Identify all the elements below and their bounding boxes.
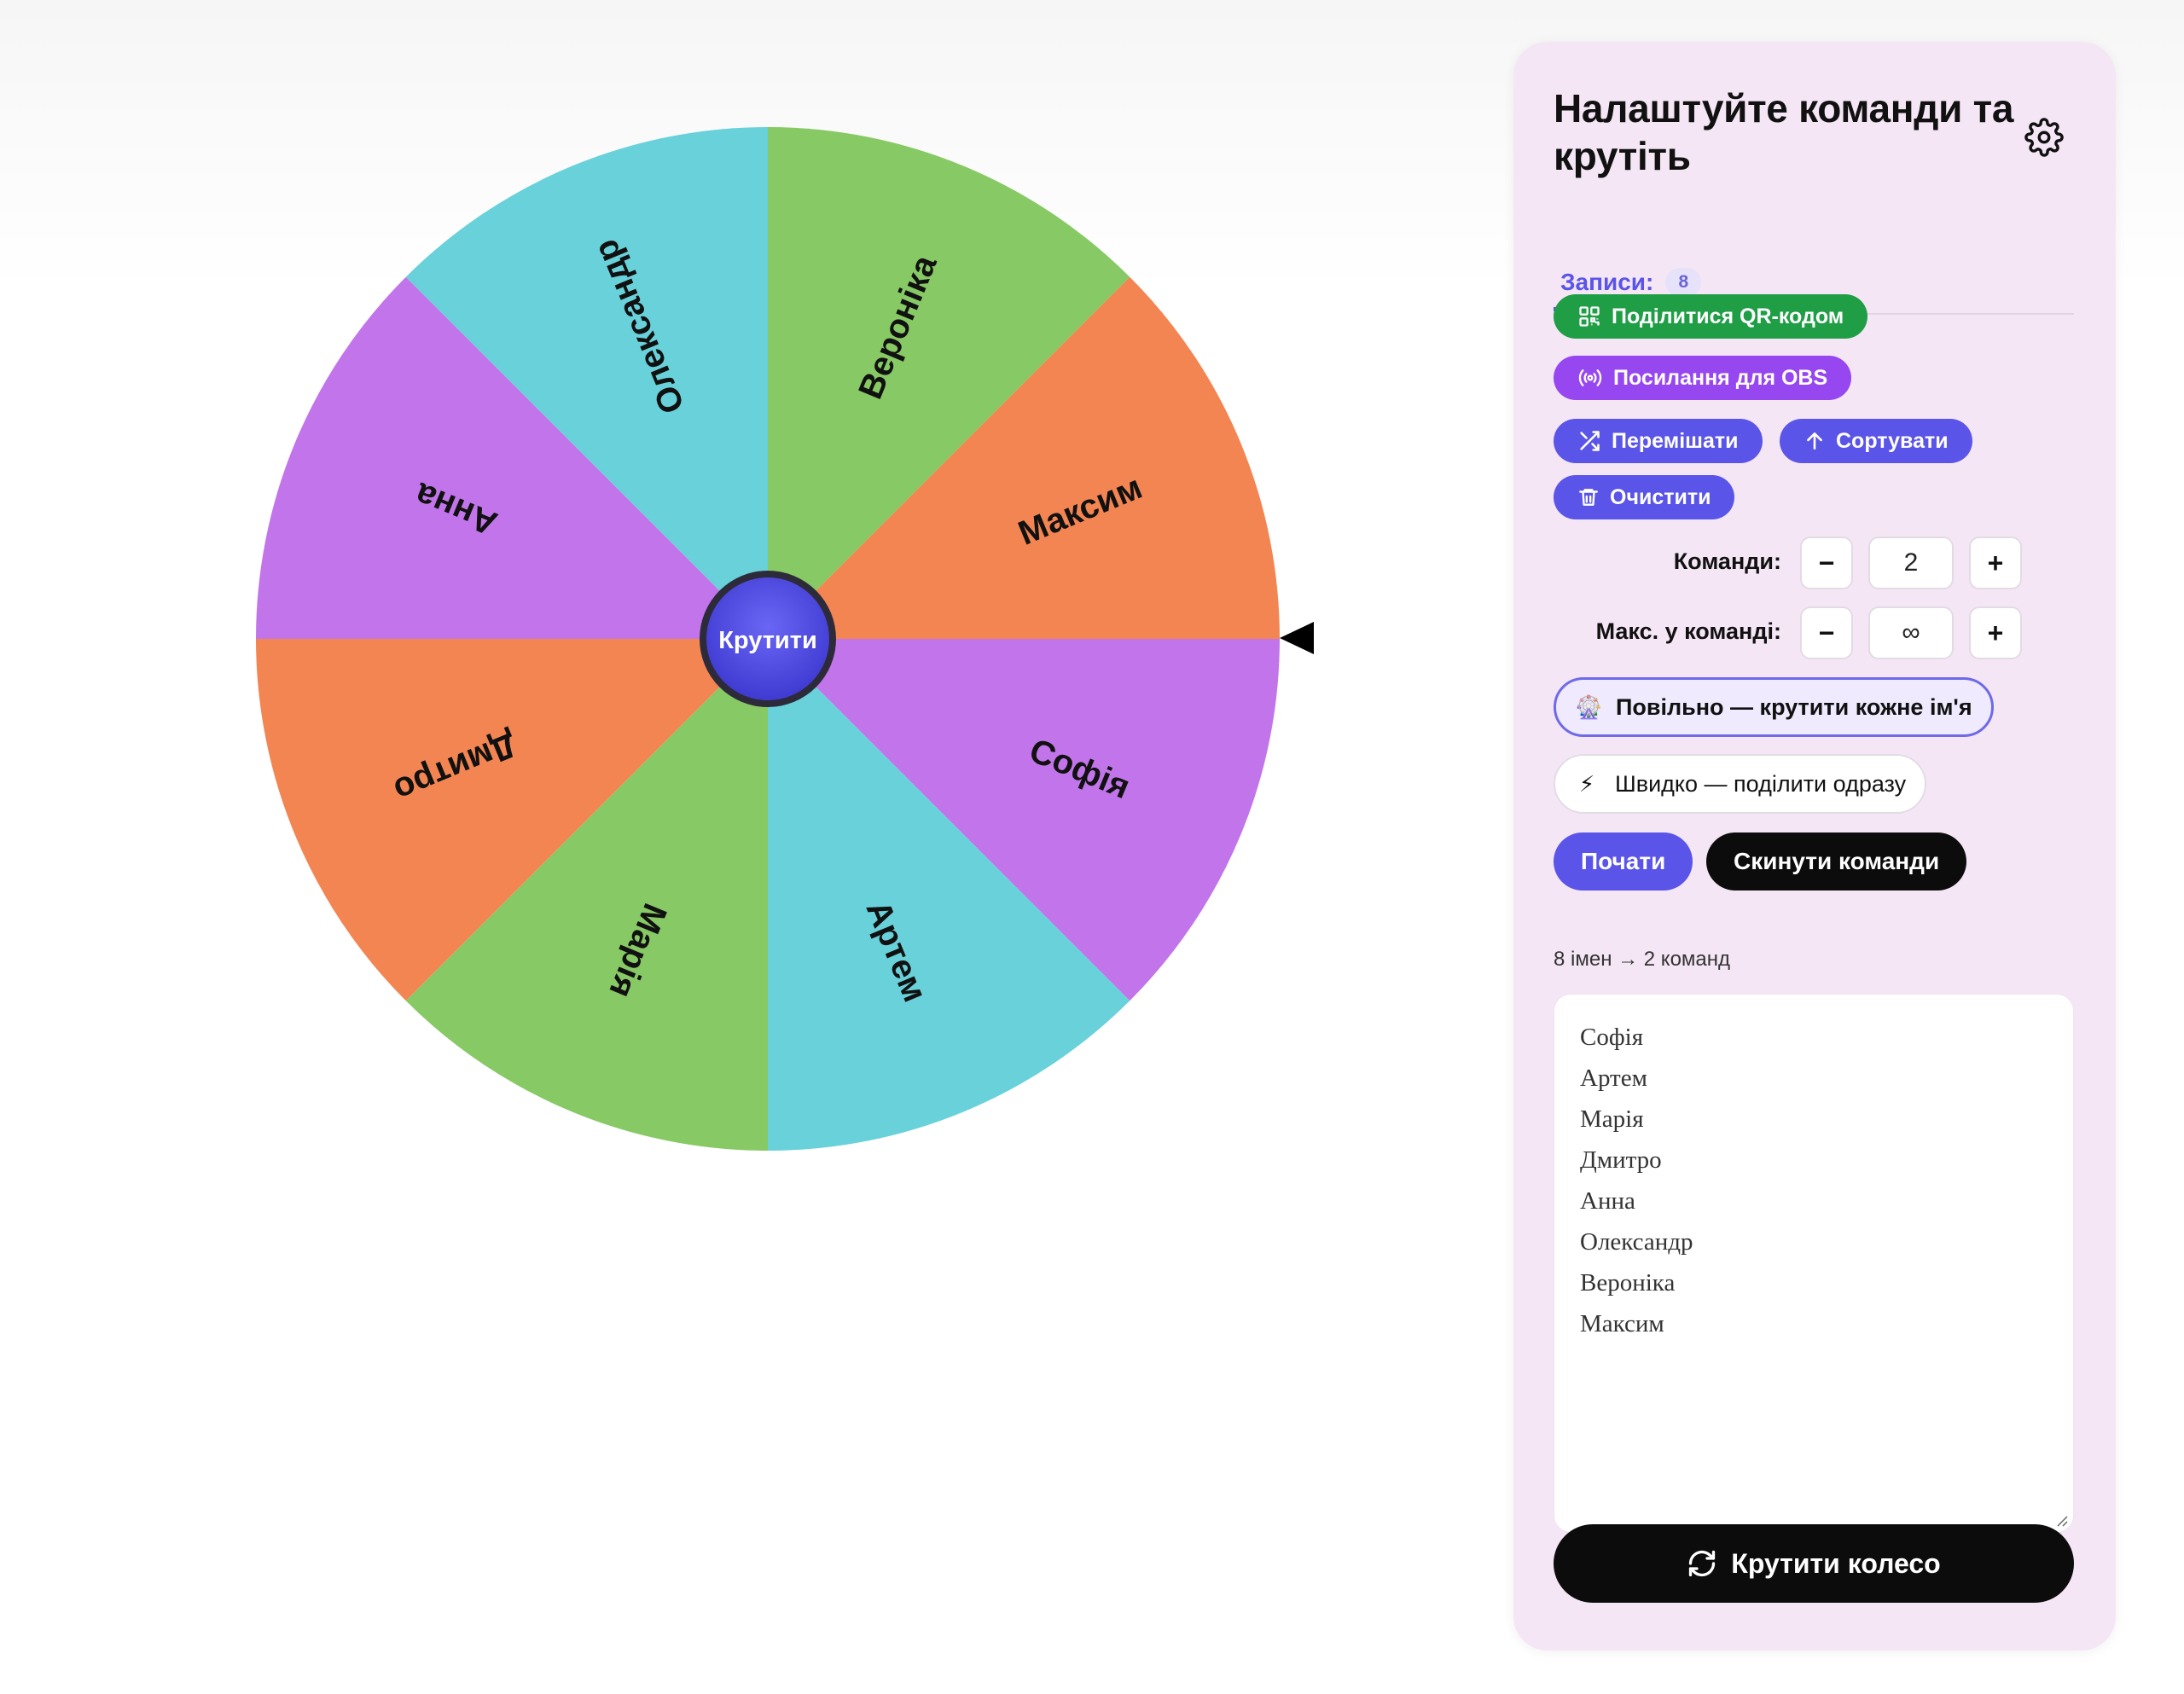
mode-fast-label: Швидко — поділити одразу (1615, 770, 1907, 797)
teams-increment-button[interactable]: + (1969, 537, 2022, 589)
entries-count-badge: 8 (1665, 267, 1702, 297)
wheel-segment (768, 639, 1280, 1001)
teams-count-input[interactable] (1868, 537, 1954, 589)
max-per-team-decrement-button[interactable]: − (1800, 606, 1853, 659)
mode-slow-option[interactable]: 🎡 Повільно — крутити кожне ім'я (1554, 677, 1994, 737)
wheel-segment (768, 276, 1280, 639)
teams-label: Команди: (1673, 548, 1781, 574)
share-qr-button[interactable]: Поділитися QR-кодом (1554, 294, 1868, 339)
share-qr-label: Поділитися QR-кодом (1612, 304, 1844, 328)
lightning-icon: ⚡ (1578, 770, 1595, 797)
teams-decrement-button[interactable]: − (1800, 537, 1853, 589)
arrow-up-icon (1804, 429, 1826, 453)
wheel-segment (405, 639, 768, 1151)
shuffle-icon (1577, 429, 1601, 453)
clear-button[interactable]: Очистити (1554, 475, 1735, 519)
ferris-wheel-icon: 🎡 (1575, 693, 1603, 720)
spin-wheel-button[interactable]: Крутити колесо (1554, 1524, 2074, 1603)
wheel-segment (768, 127, 1130, 639)
team-settings-panel: Налаштуйте команди та крутіть Записи: 8 … (1513, 42, 2116, 1650)
reset-teams-button[interactable]: Скинути команди (1706, 832, 1967, 891)
name-entry: Софія (1580, 1024, 1644, 1051)
start-button[interactable]: Почати (1554, 832, 1693, 891)
trash-icon (1577, 485, 1600, 509)
spin-center-button[interactable]: Крутити (700, 571, 836, 707)
resize-handle-icon[interactable] (2053, 1511, 2068, 1527)
clear-label: Очистити (1610, 484, 1711, 509)
wheel-segment (405, 127, 768, 639)
max-per-team-label: Макс. у команді: (1595, 618, 1781, 644)
shuffle-button[interactable]: Перемішати (1554, 419, 1763, 463)
wheel-segment (256, 276, 768, 639)
teams-summary: 8 імен → 2 команд (1554, 948, 1731, 971)
name-entry: Артем (1580, 1065, 1647, 1092)
max-per-team-input[interactable] (1868, 606, 1954, 659)
name-entry: Анна (1580, 1187, 1635, 1215)
spin-wheel-label: Крутити колесо (1731, 1547, 1941, 1579)
broadcast-icon (1577, 366, 1603, 390)
refresh-icon (1687, 1548, 1717, 1579)
wheel-segment (768, 639, 1130, 1151)
name-entry: Вероніка (1580, 1269, 1676, 1297)
settings-button[interactable] (2020, 113, 2068, 161)
name-entry: Марія (1580, 1105, 1644, 1133)
tab-entries-label: Записи: (1560, 268, 1654, 295)
pointer-triangle-left-icon (1280, 622, 1314, 654)
plus-icon: + (1987, 547, 2004, 578)
spin-center-label: Крутити (718, 627, 817, 654)
qr-code-icon (1577, 305, 1601, 328)
shuffle-label: Перемішати (1612, 428, 1739, 453)
minus-icon: − (1818, 547, 1835, 578)
sort-label: Сортувати (1836, 428, 1949, 453)
panel-title: Налаштуйте команди та крутіть (1554, 86, 2014, 178)
max-per-team-increment-button[interactable]: + (1969, 606, 2022, 659)
obs-link-label: Посилання для OBS (1613, 365, 1828, 390)
mode-slow-label: Повільно — крутити кожне ім'я (1616, 693, 1972, 720)
plus-icon: + (1987, 617, 2004, 648)
sort-button[interactable]: Сортувати (1780, 419, 1972, 463)
mode-fast-option[interactable]: ⚡ Швидко — поділити одразу (1554, 754, 1927, 814)
name-entry: Олександр (1580, 1228, 1693, 1256)
minus-icon: − (1818, 617, 1835, 648)
wheel-segment (256, 639, 768, 1001)
name-entry: Дмитро (1580, 1146, 1662, 1174)
obs-link-button[interactable]: Посилання для OBS (1554, 356, 1852, 400)
gear-icon (2024, 118, 2064, 157)
name-entry: Максим (1580, 1310, 1664, 1337)
